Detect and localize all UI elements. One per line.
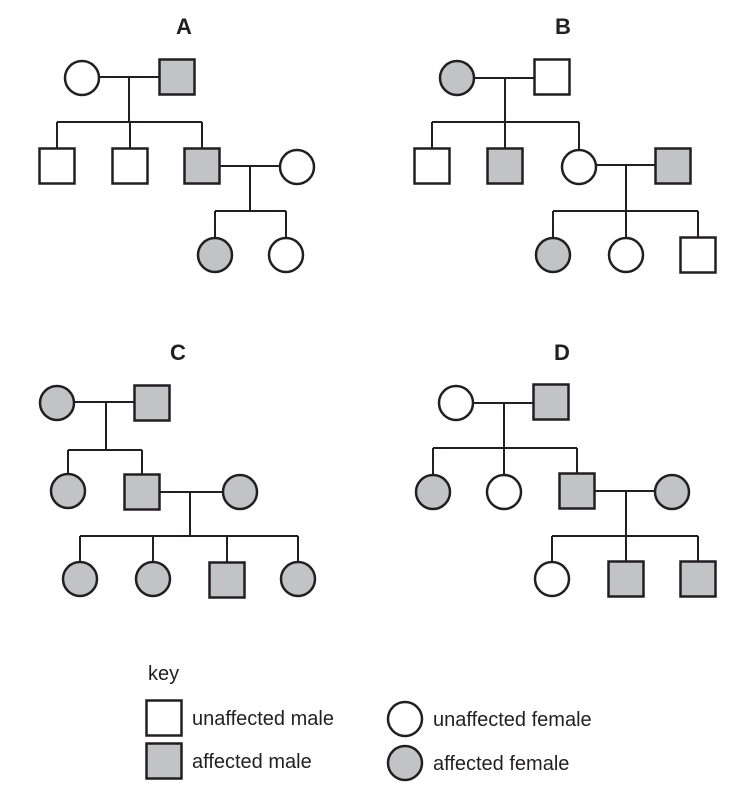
key-title: key — [148, 663, 179, 685]
affected-male-symbol — [145, 742, 183, 780]
unaffected-female-symbol — [560, 148, 598, 186]
affected-female-symbol — [196, 236, 234, 274]
unaffected-male-symbol — [145, 699, 183, 737]
affected-male-symbol — [486, 147, 524, 185]
unaffected-female-symbol — [485, 473, 523, 511]
pedigree-a: A — [38, 14, 316, 274]
unaffected-female-symbol — [278, 148, 316, 186]
affected-male-symbol — [532, 383, 570, 421]
pedigree-label-d: D — [554, 340, 570, 365]
pedigree-d: D — [414, 340, 717, 598]
affected-male-symbol — [607, 560, 645, 598]
affected-female-symbol — [61, 560, 99, 598]
key-item-label: affected male — [192, 751, 312, 773]
affected-female-symbol — [438, 59, 476, 97]
key-item: unaffected female — [386, 700, 592, 738]
affected-female-symbol — [221, 473, 259, 511]
pedigree-b: B — [413, 14, 717, 274]
key-item-label: unaffected male — [192, 708, 334, 730]
affected-male-symbol — [183, 147, 221, 185]
affected-female-symbol — [653, 473, 691, 511]
affected-male-symbol — [133, 384, 171, 422]
affected-male-symbol — [679, 560, 717, 598]
affected-female-symbol — [414, 473, 452, 511]
unaffected-male-symbol — [38, 147, 76, 185]
affected-male-symbol — [208, 561, 246, 599]
pedigree-label-b: B — [555, 14, 571, 39]
key-item: affected male — [145, 742, 312, 780]
unaffected-male-symbol — [533, 58, 571, 96]
unaffected-female-symbol — [63, 59, 101, 97]
affected-female-symbol — [38, 384, 76, 422]
unaffected-female-symbol — [386, 700, 424, 738]
pedigree-c: C — [38, 340, 317, 599]
affected-female-symbol — [534, 236, 572, 274]
key-item-label: unaffected female — [433, 709, 592, 731]
key-item: unaffected male — [145, 699, 334, 737]
affected-male-symbol — [558, 472, 596, 510]
affected-male-symbol — [158, 58, 196, 96]
affected-female-symbol — [49, 472, 87, 510]
affected-female-symbol — [386, 744, 424, 782]
key-layer: key unaffected male affected male unaffecte… — [145, 663, 592, 782]
unaffected-female-symbol — [267, 236, 305, 274]
key-item-label: affected female — [433, 753, 569, 775]
unaffected-male-symbol — [111, 147, 149, 185]
unaffected-male-symbol — [679, 236, 717, 274]
affected-female-symbol — [134, 560, 172, 598]
key-item: affected female — [386, 744, 569, 782]
affected-female-symbol — [279, 560, 317, 598]
affected-male-symbol — [654, 147, 692, 185]
pedigree-label-a: A — [176, 14, 192, 39]
pedigrees-layer: A B C D — [38, 14, 717, 599]
affected-male-symbol — [123, 473, 161, 511]
pedigree-label-c: C — [170, 340, 186, 365]
unaffected-male-symbol — [413, 147, 451, 185]
unaffected-female-symbol — [607, 236, 645, 274]
unaffected-female-symbol — [533, 560, 571, 598]
unaffected-female-symbol — [437, 384, 475, 422]
